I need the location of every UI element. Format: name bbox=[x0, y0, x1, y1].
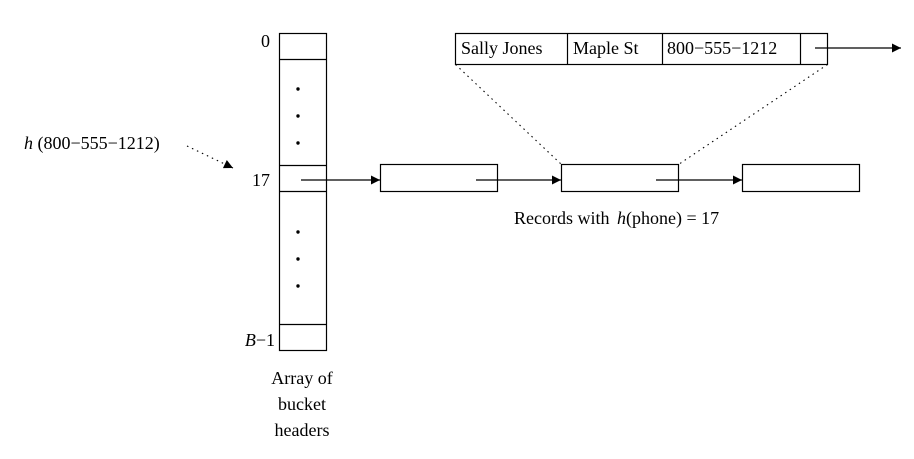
ellipsis-dot bbox=[296, 141, 300, 145]
zoom-line-left bbox=[455, 64, 562, 165]
chain-node-3 bbox=[741, 163, 861, 193]
bucket-count-var: B bbox=[245, 330, 256, 350]
chain-caption-suffix: (phone) = 17 bbox=[626, 208, 719, 229]
bucket-index-0: 0 bbox=[261, 31, 270, 51]
array-caption-line-1: Array of bbox=[271, 368, 332, 388]
record-phone-field: 800−555−1212 bbox=[667, 38, 777, 58]
zoom-line-right bbox=[678, 64, 828, 165]
chain-node-2 bbox=[560, 163, 680, 193]
chain-node-1 bbox=[379, 163, 499, 193]
ellipsis-dot bbox=[296, 230, 300, 234]
bucket-minus-one: −1 bbox=[256, 330, 275, 350]
expanded-record: Sally Jones Maple St 800−555−1212 bbox=[454, 32, 901, 66]
record-outline bbox=[454, 32, 829, 66]
array-caption-line-2: bucket bbox=[278, 394, 326, 414]
hash-fn-arg: (800−555−1212) bbox=[33, 133, 160, 154]
chain-caption-fn: h bbox=[617, 208, 626, 228]
chain-caption-prefix: Records with bbox=[514, 208, 614, 228]
hash-to-bucket-arrow bbox=[186, 145, 234, 169]
bucket-array bbox=[278, 32, 328, 352]
record-name-field: Sally Jones bbox=[461, 38, 543, 58]
ellipsis-dot bbox=[296, 257, 300, 261]
bucket-index-17: 17 bbox=[252, 170, 270, 190]
bucket-index-last: B−1 bbox=[245, 330, 275, 350]
chain-caption: Records with h(phone) = 17 bbox=[514, 208, 719, 229]
hash-fn-name: h bbox=[24, 133, 33, 153]
ellipsis-dot bbox=[296, 114, 300, 118]
hash-call-label: h (800−555−1212) bbox=[24, 133, 160, 154]
record-address-field: Maple St bbox=[573, 38, 639, 58]
ellipsis-dot bbox=[296, 284, 300, 288]
ellipsis-dot bbox=[296, 87, 300, 91]
array-caption-line-3: headers bbox=[275, 420, 330, 440]
